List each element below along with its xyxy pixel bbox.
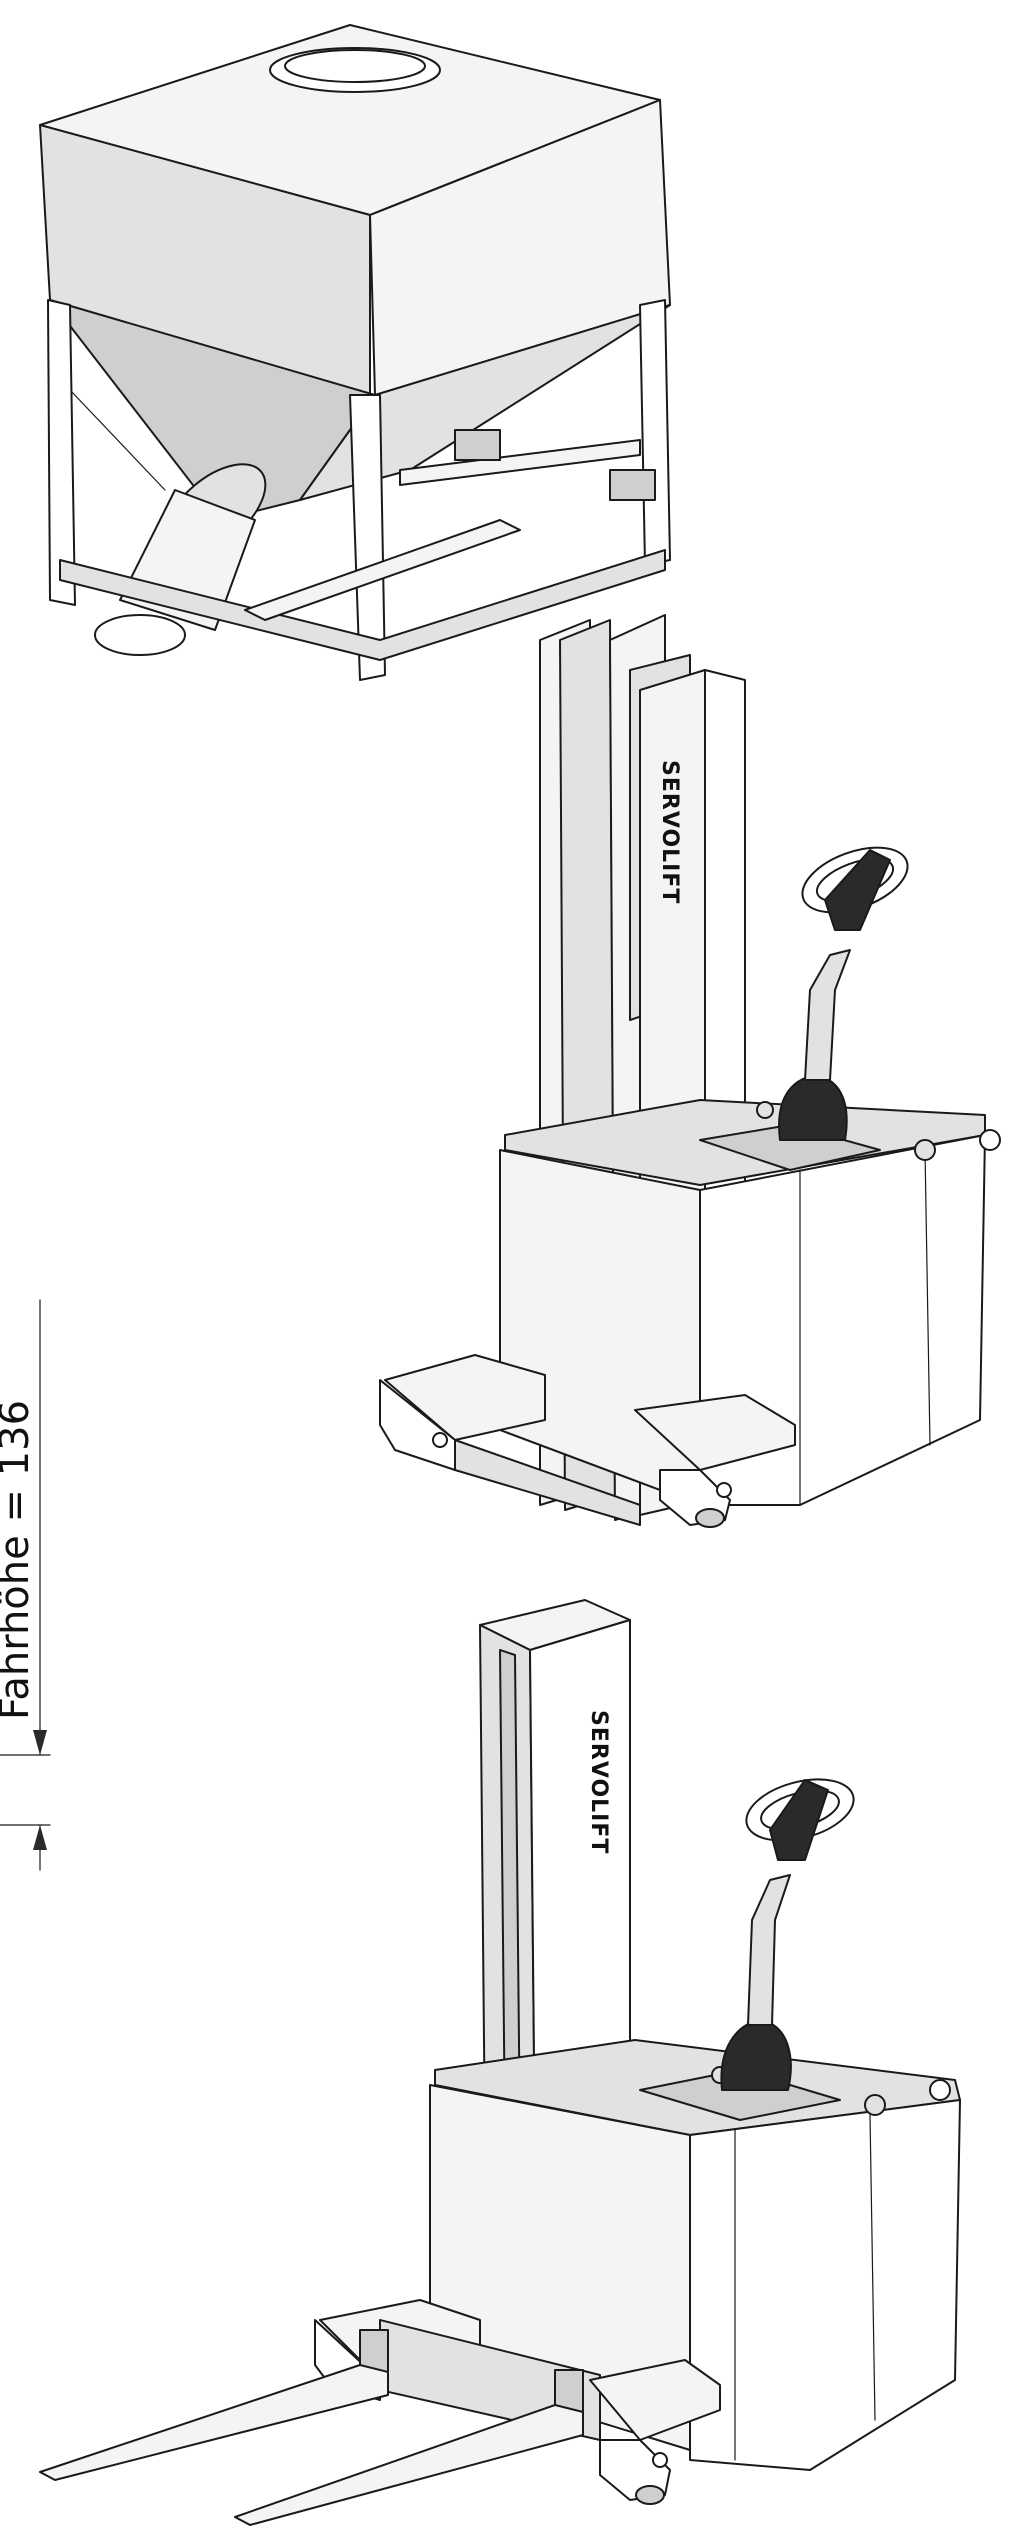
lower-base-front-panel <box>689 2099 961 2471</box>
upper-base-side-panel <box>499 1149 701 1506</box>
upper-chassis-crossbar <box>454 1439 641 1526</box>
ibc-base-frame <box>59 549 666 661</box>
ibc-outlet-mouth <box>94 614 186 656</box>
upper-tiller <box>778 846 909 1141</box>
dimension-arrow-bottom <box>33 1825 47 1850</box>
upper-tiller-bellows <box>778 1074 848 1141</box>
lower-base-emergency-stop <box>864 2094 886 2116</box>
lower-tiller-control-head <box>769 1779 829 1861</box>
lower-right-wheel <box>635 2485 665 2505</box>
lower-fork-hook-right <box>554 2369 584 2413</box>
lower-fork-hook-left <box>359 2329 389 2373</box>
upper-base-key-switch <box>756 1101 774 1119</box>
lower-chassis <box>39 2299 721 2526</box>
ibc-clamp-left <box>454 429 501 461</box>
dimension-label: Fahrhöhe = 136 <box>0 1400 38 1720</box>
lower-base-tow-eye <box>929 2079 951 2101</box>
upper-chassis <box>379 1354 796 1528</box>
lower-right-wheel-hub <box>652 2452 668 2468</box>
lower-tiller <box>720 1778 855 2091</box>
lower-fork-right <box>234 2404 584 2526</box>
lower-brand-label: SERVOLIFT <box>586 1710 611 1854</box>
upper-chassis-right-top <box>634 1394 796 1471</box>
lower-base-battery-hatch <box>639 2069 841 2121</box>
upper-base-tow-eye <box>979 1129 1001 1151</box>
lower-chassis-right-top <box>589 2359 721 2441</box>
ibc-fork-pocket-1 <box>244 519 521 621</box>
lower-fork-left <box>39 2364 389 2481</box>
lower-tiller-arm <box>747 1874 791 2026</box>
lower-stacker: SERVOLIFT <box>39 1599 961 2526</box>
upper-brand-label: SERVOLIFT <box>657 760 682 904</box>
ibc-clamp-right <box>609 469 656 501</box>
lower-tiller-bellows <box>720 2019 792 2091</box>
ibc-leg-front-left <box>47 299 76 606</box>
upper-base-emergency-stop <box>914 1139 936 1161</box>
lower-mast: SERVOLIFT <box>454 1599 631 2236</box>
ibc-container <box>39 24 671 681</box>
upper-left-wheel-hub <box>432 1432 448 1448</box>
upper-right-wheel-hub <box>716 1482 732 1498</box>
ibc-fork-pocket-2 <box>399 439 641 486</box>
ride-height-dimension: Fahrhöhe = 136 <box>0 1299 51 1871</box>
upper-stacker: SERVOLIFT <box>39 24 1001 1528</box>
lower-base-panel-seam-2 <box>869 2114 876 2421</box>
upper-right-wheel <box>695 1508 725 1528</box>
dimension-arrow-top <box>33 1730 47 1755</box>
upper-tiller-control-head <box>824 849 891 931</box>
upper-chassis-left-foot <box>379 1379 456 1471</box>
ibc-leg-back-right <box>639 299 671 566</box>
lower-base <box>429 2039 961 2471</box>
ibc-discharge-lever <box>69 389 166 491</box>
upper-base-battery-hatch <box>699 1124 881 1171</box>
ibc-lid-opening-inner <box>284 49 426 83</box>
upper-tiller-arm <box>804 949 851 1081</box>
upper-base-panel-seam-2 <box>924 1149 931 1446</box>
